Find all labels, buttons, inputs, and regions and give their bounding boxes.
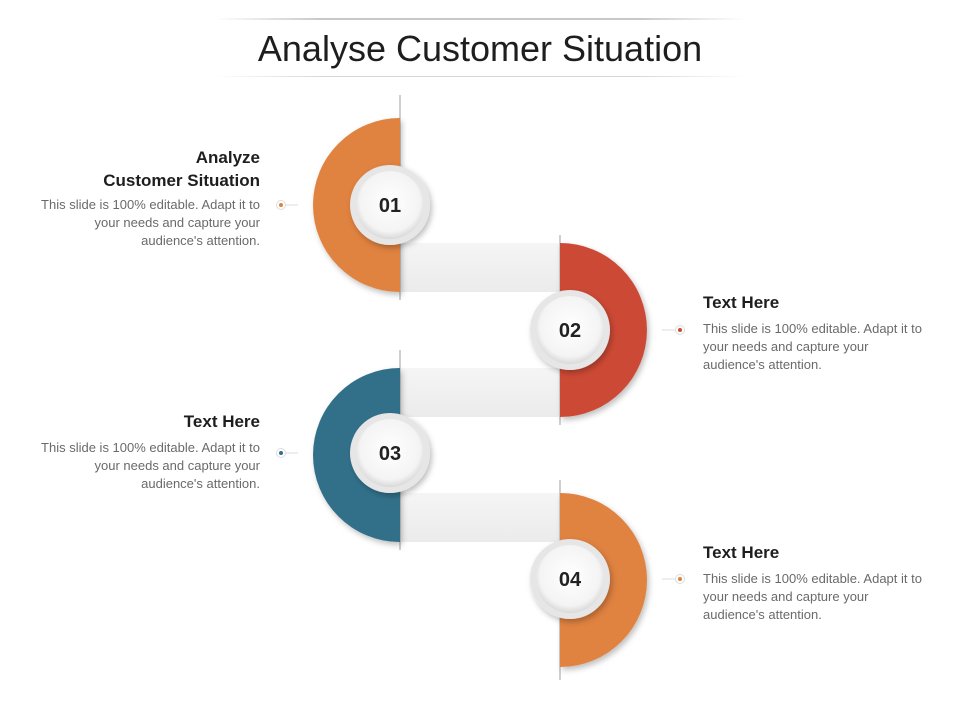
title-rule-bottom [215,76,745,77]
step-body-03: This slide is 100% editable. Adapt it to… [41,440,260,491]
connector-dot-04 [662,574,685,584]
step-heading-01-line2: Customer Situation [103,171,260,190]
connector-band-2 [400,368,560,417]
title-rule-top [215,18,745,20]
connector-dot-01 [276,200,298,210]
step-heading-03: Text Here [183,412,260,431]
connector-band-3 [400,493,560,542]
step-circle-03: 03 [350,413,430,493]
step-number-04: 04 [559,569,582,591]
step-number-03: 03 [379,443,401,465]
step-heading-04: Text Here [703,543,780,562]
step-heading-02: Text Here [703,293,780,312]
page-title: Analyse Customer Situation [257,28,703,69]
step-body-01: This slide is 100% editable. Adapt it to… [41,197,260,248]
connector-dot-02 [662,325,685,335]
step-heading-01-line1: Analyze [195,148,260,167]
step-text-03: Text Here This slide is 100% editable. A… [30,410,260,493]
step-circle-04: 04 [530,539,610,619]
step-number-02: 02 [559,320,581,342]
step-circle-01: 01 [350,165,430,245]
connector-band-1 [400,243,560,292]
step-text-04: Text Here This slide is 100% editable. A… [703,541,933,624]
step-heading-01: Analyze Customer Situation [30,146,260,192]
step-circle-02: 02 [530,290,610,370]
step-text-02: Text Here This slide is 100% editable. A… [703,291,933,374]
connector-dot-03 [276,448,298,458]
step-number-01: 01 [379,195,401,217]
step-body-02: This slide is 100% editable. Adapt it to… [703,321,922,372]
step-body-04: This slide is 100% editable. Adapt it to… [703,571,922,622]
step-text-01: Analyze Customer Situation This slide is… [30,146,260,250]
